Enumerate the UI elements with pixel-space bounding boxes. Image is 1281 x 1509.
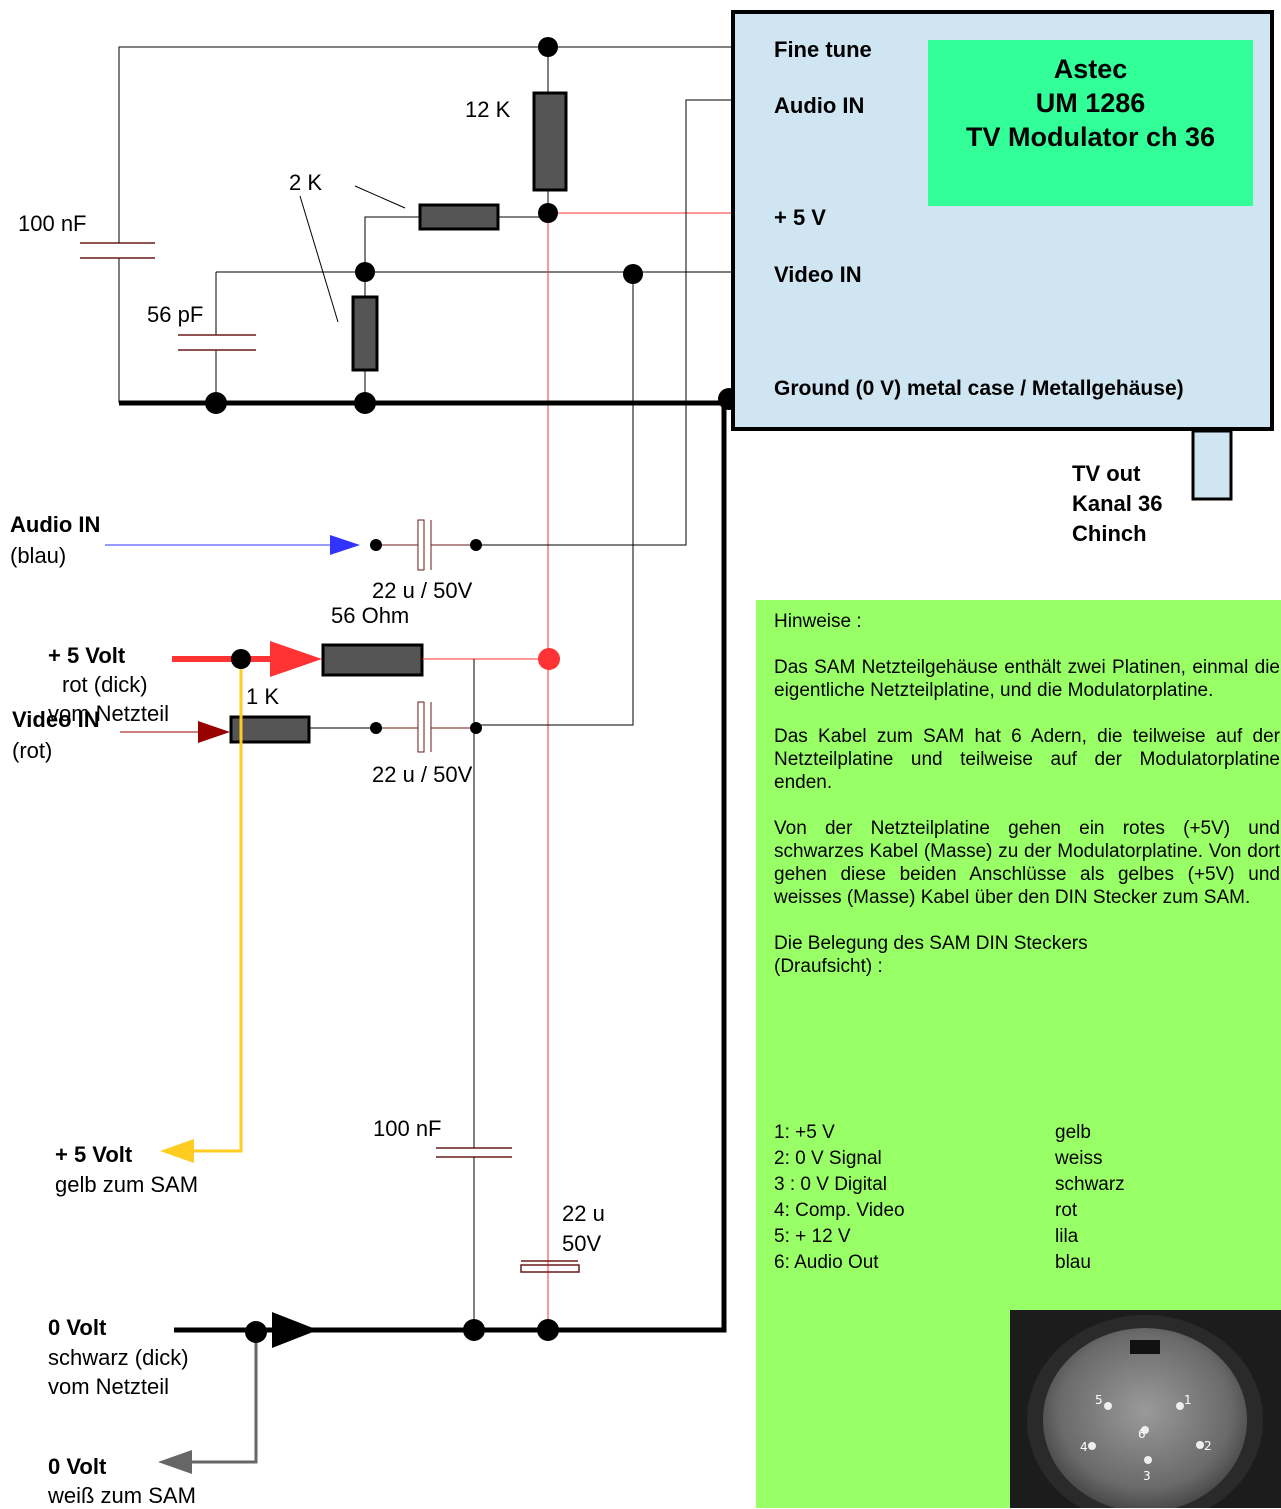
tv-out-channel: Kanal 36 [1072, 491, 1163, 516]
audio-in-wire [476, 99, 770, 546]
plus5v-arrow-icon [270, 641, 322, 677]
modulator-brand: Astec [1053, 54, 1128, 84]
ground-out-arrow-icon [158, 1450, 192, 1474]
din-pin-label: 6 [1138, 1427, 1146, 1441]
label-leader [354, 185, 406, 209]
resistor-2k-horizontal [418, 203, 500, 231]
notes-paragraph-1: Das SAM Netzteilgehäuse enthält zwei Pla… [774, 657, 1280, 701]
pinout-color: weiss [1055, 1148, 1103, 1169]
zero-volt-output-sub: weiß zum SAM [48, 1483, 196, 1508]
modulator-description: TV Modulator ch 36 [965, 122, 1216, 152]
tv-out-label: TV out [1072, 461, 1141, 486]
label-56-ohm: 56 Ohm [331, 603, 410, 628]
pinout-pin: 3 : 0 V Digital [774, 1174, 887, 1195]
pinout-title: Die Belegung des SAM DIN Steckers [774, 933, 1088, 954]
plus5v-out-arrow-icon [160, 1139, 194, 1163]
capacitor-100nf-top [80, 242, 155, 259]
label-56pf: 56 pF [147, 302, 204, 327]
video-in-title: Video IN [12, 707, 100, 732]
label-22u-audio: 22 u / 50V [372, 578, 473, 603]
notes-paragraph-2: Das Kabel zum SAM hat 6 Adern, die teilw… [774, 726, 1280, 793]
zero-volt-output-title: 0 Volt [48, 1454, 107, 1479]
pinout-row: 1: +5 V gelb [774, 1120, 1194, 1146]
modulator-label: Astec UM 1286 TV Modulator ch 36 [928, 40, 1253, 206]
pinout-pin: 5: + 12 V [774, 1226, 851, 1247]
capacitor-22u-bottom [520, 1260, 580, 1273]
capacitor-56pf [178, 334, 256, 351]
label-22u-bottom: 22 u [562, 1201, 605, 1226]
pinout-row: 5: + 12 V lila [774, 1224, 1194, 1250]
label-2k: 2 K [289, 170, 323, 195]
audio-in-title: Audio IN [10, 512, 101, 537]
tv-out-connector-type: Chinch [1072, 521, 1147, 546]
pin-ground: Ground (0 V) metal case / Metallgehäuse) [774, 377, 1184, 400]
pinout-color: blau [1055, 1252, 1091, 1273]
pinout-pin: 2: 0 V Signal [774, 1148, 882, 1169]
label-100nf-top: 100 nF [18, 211, 87, 236]
zero-volt-input-title: 0 Volt [48, 1315, 107, 1340]
label-12k: 12 K [465, 97, 511, 122]
label-leader [299, 195, 339, 323]
pinout-row: 6: Audio Out blau [774, 1250, 1194, 1276]
pin-plus5v: + 5 V [774, 205, 826, 230]
notes-paragraph-3: Von der Netzteilplatine gehen ein rotes … [774, 818, 1280, 908]
pinout-color: gelb [1055, 1122, 1091, 1143]
notes-heading: Hinweise : [774, 611, 862, 632]
pin-audio-in: Audio IN [774, 93, 865, 118]
plus5v-input-sub2: vom Netzteil [48, 701, 170, 726]
pinout-row: 2: 0 V Signal weiss [774, 1146, 1194, 1172]
din-socket-photo: 1 2 3 4 5 6 [1010, 1310, 1281, 1508]
video-in-wire [476, 274, 634, 726]
pinout-row: 3 : 0 V Digital schwarz [774, 1172, 1194, 1198]
pinout-subtitle: (Draufsicht) : [774, 956, 883, 977]
pinout-pin: 6: Audio Out [774, 1252, 879, 1273]
audio-in-color: (blau) [10, 543, 67, 568]
resistor-12k [532, 91, 568, 192]
pin-fine-tune: Fine tune [774, 37, 872, 62]
modulator-model: UM 1286 [1035, 88, 1146, 118]
pinout-color: lila [1055, 1226, 1079, 1247]
plus5v-input-title: + 5 Volt [48, 643, 126, 668]
pinout-table: 1: +5 V gelb 2: 0 V Signal weiss 3 : 0 V D… [774, 1120, 1194, 1276]
plus5v-yellow-wire [190, 659, 243, 1153]
pinout-pin: 1: +5 V [774, 1122, 835, 1143]
pinout-pin: 4: Comp. Video [774, 1200, 905, 1221]
video-input-arrow-icon [198, 721, 230, 743]
label-50v-bottom: 50V [562, 1231, 602, 1256]
pinout-row: 4: Comp. Video rot [774, 1198, 1194, 1224]
label-100nf-bottom: 100 nF [373, 1116, 442, 1141]
din-pin-label: 5 [1095, 1393, 1103, 1407]
capacitor-22u-video [376, 701, 476, 753]
zero-volt-input-sub1: schwarz (dick) [48, 1345, 189, 1370]
bias-network-wires [215, 216, 770, 403]
resistor-1k [229, 715, 311, 744]
capacitor-100nf-bottom [436, 1147, 512, 1158]
pinout-color: rot [1055, 1200, 1078, 1221]
capacitor-22u-audio [376, 519, 476, 571]
din-pin-label: 1 [1184, 1393, 1192, 1407]
ground-arrow-icon [272, 1312, 318, 1348]
pinout-color: schwarz [1055, 1174, 1125, 1195]
label-22u-video: 22 u / 50V [372, 762, 473, 787]
zero-volt-input-sub2: vom Netzteil [48, 1374, 170, 1399]
ground-gray-wire [190, 1330, 258, 1464]
audio-input-arrow-icon [330, 535, 360, 555]
plus5v-input-sub1: rot (dick) [62, 672, 148, 697]
resistor-2k-vertical [351, 295, 379, 372]
plus5v-output-title: + 5 Volt [55, 1142, 133, 1167]
resistor-56-ohm [321, 643, 424, 677]
notes-panel: Hinweise : Das SAM Netzteilgehäuse enthä… [756, 600, 1281, 1508]
video-in-color: (rot) [12, 738, 53, 763]
junction-dots [205, 37, 740, 1343]
plus5v-output-sub: gelb zum SAM [55, 1172, 199, 1197]
din-pin-label: 4 [1080, 1440, 1088, 1454]
pin-video-in: Video IN [774, 262, 862, 287]
tv-out-connector [1191, 429, 1233, 501]
din-pin-label: 3 [1143, 1469, 1151, 1483]
din-pin-label: 2 [1204, 1439, 1212, 1453]
plus5v-junction-dot [538, 648, 560, 670]
label-1k: 1 K [246, 684, 280, 709]
